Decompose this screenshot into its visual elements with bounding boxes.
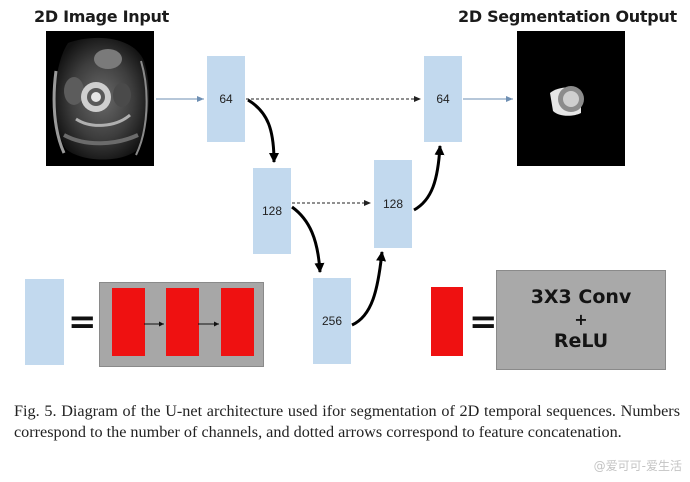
relu-label: ReLU <box>553 330 609 352</box>
down-arrow-2 <box>291 205 325 273</box>
decoder-block-64: 64 <box>424 56 462 142</box>
legend-conv-1 <box>112 288 145 356</box>
legend-equals-2: = <box>469 302 498 342</box>
legend-conv-stack <box>99 282 264 367</box>
decoder-block-128: 128 <box>374 160 412 248</box>
legend-conv-relu-box: 3X3 Conv + ReLU <box>496 270 666 370</box>
encoder-block-64: 64 <box>207 56 245 142</box>
watermark: @爱可可-爱生活 <box>593 459 682 473</box>
up-arrow-2 <box>413 145 445 212</box>
encoder-block-128: 128 <box>253 168 291 254</box>
legend-conv-3 <box>221 288 254 356</box>
down-arrow-1 <box>247 98 279 163</box>
output-segmentation-image <box>517 31 625 166</box>
bottleneck-block-256: 256 <box>313 278 351 364</box>
plus-label: + <box>574 310 588 329</box>
output-title: 2D Segmentation Output <box>458 7 677 26</box>
figure-caption: Fig. 5. Diagram of the U-net architectur… <box>14 402 680 441</box>
input-mri-image <box>46 31 154 166</box>
legend-block <box>25 279 64 365</box>
input-title: 2D Image Input <box>34 7 169 26</box>
legend-red-conv <box>431 287 463 356</box>
legend-conv-2 <box>166 288 199 356</box>
legend-equals-1: = <box>68 302 97 342</box>
conv-label: 3X3 Conv <box>530 286 632 309</box>
up-arrow-1 <box>351 251 387 327</box>
